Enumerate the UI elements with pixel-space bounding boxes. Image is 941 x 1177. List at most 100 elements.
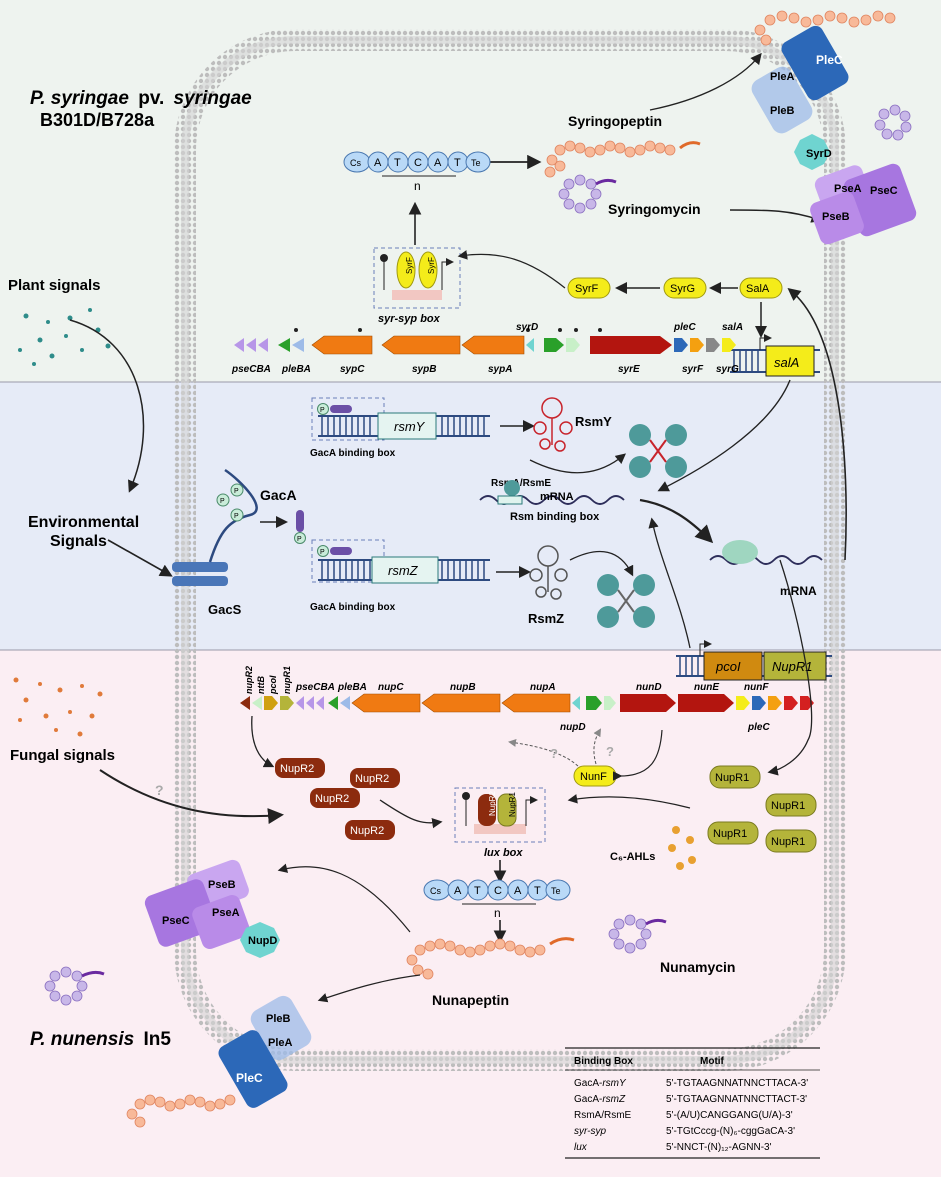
syrD-label: SyrD <box>806 148 832 160</box>
pcoI-nupR1-dna <box>676 640 832 681</box>
top-title-line1: P. syringae pv. syringae <box>30 88 252 109</box>
gene-top-pleBA: pleBA <box>281 364 311 375</box>
svg-text:Cs: Cs <box>430 886 441 896</box>
peptide-chain-top: Cs A T C A T Te n <box>343 151 491 193</box>
syrD-transporter <box>794 134 830 170</box>
salA-gene-label: salA <box>774 355 799 370</box>
salA-protein <box>739 277 783 299</box>
gene-bottom-nupR2: nupR2 <box>244 666 254 694</box>
gene-bottom-nupC: nupC <box>378 682 404 693</box>
gene-top-sypB: sypB <box>412 364 436 375</box>
rsmZ-dna: P <box>311 539 490 584</box>
svg-text:T: T <box>534 885 541 897</box>
rsm-mrna-complex <box>479 480 625 505</box>
nunamycin-label: Nunamycin <box>660 959 735 975</box>
motif-row-box: GacA-rsmZ <box>574 1094 626 1105</box>
svg-text:C: C <box>414 157 422 169</box>
nupD-transporter <box>240 922 280 958</box>
svg-text:A: A <box>514 885 522 897</box>
pseC-bottom-label: PseC <box>162 915 190 927</box>
gene-top-pleC: pleC <box>673 322 696 333</box>
svg-text:C: C <box>494 885 502 897</box>
nupR2-label-4: NupR2 <box>350 825 384 837</box>
svg-text:P: P <box>234 513 239 520</box>
rsmY-label: RsmY <box>575 414 612 429</box>
gene-bottom-nttB: nttB <box>256 676 266 694</box>
motif-row-box: GacA-rsmY <box>574 1078 627 1089</box>
syrF-in-box-1: SyrF <box>405 257 414 274</box>
secreted-nunamycin <box>44 966 88 1006</box>
svg-text:n: n <box>414 179 421 193</box>
gene-bottom-nunD: nunD <box>636 682 662 693</box>
nupR1-gene-label: NupR1 <box>772 659 812 674</box>
lux-box-label: lux box <box>484 847 523 859</box>
pleB-top-label: PleB <box>770 105 795 117</box>
nupR2-in-lux: NupR2 <box>488 791 497 816</box>
gene-bottom-pleBA: pleBA <box>337 682 367 693</box>
motif-row-box: syr-syp <box>574 1126 606 1137</box>
rsmZ-gene-label: rsmZ <box>388 563 419 578</box>
gene-top-pseCBA: pseCBA <box>231 364 271 375</box>
syrF-in-box-2: SyrF <box>427 257 436 274</box>
rsmZ-label: RsmZ <box>528 611 564 626</box>
syrF-label: SyrF <box>575 283 599 295</box>
syrF-protein <box>567 277 611 299</box>
nupD-label: NupD <box>248 935 277 947</box>
rsmY-dna: P <box>311 397 490 441</box>
salA-gene <box>730 334 820 377</box>
svg-text:T: T <box>394 157 401 169</box>
mrna-label-2: mRNA <box>780 584 817 598</box>
svg-text:P: P <box>234 488 239 495</box>
rsm-cluster-top <box>629 424 687 478</box>
secreted-syringomycin <box>874 104 912 141</box>
pseA-bottom-label: PseA <box>212 907 240 919</box>
motif-header-motif: Motif <box>700 1056 725 1067</box>
pseC-top-label: PseC <box>870 185 898 197</box>
motif-row-seq: 5'-TGtCccg-(N)₆-cggGaCA-3' <box>666 1126 795 1137</box>
gene-bottom-pcoI: pcoI <box>268 675 278 695</box>
syringomycin-ring <box>558 174 602 214</box>
pleA-top-label: PleA <box>770 71 795 83</box>
middle-zone <box>0 382 941 650</box>
gene-top-syrD: syrD <box>516 322 538 333</box>
nunF-question-1: ? <box>550 746 558 761</box>
mrna-label-1: mRNA <box>540 491 574 503</box>
gene-cluster-top <box>234 328 736 355</box>
nupR1-label-1: NupR1 <box>715 772 749 784</box>
svg-text:P: P <box>297 536 302 543</box>
pcoI-gene-label: pcoI <box>715 659 741 674</box>
gaca-label: GacA <box>260 487 297 503</box>
gene-bottom-nupB: nupB <box>450 682 476 693</box>
nunF-question-2: ? <box>606 744 614 759</box>
svg-text:T: T <box>454 157 461 169</box>
pleC-top-label: PleC <box>816 53 843 67</box>
gene-bottom-pseCBA: pseCBA <box>295 682 335 693</box>
gene-top-syrG: syrG <box>716 364 739 375</box>
nupR2-label-3: NupR2 <box>315 793 349 805</box>
svg-text:Te: Te <box>551 886 561 896</box>
syrG-label: SyrG <box>670 283 695 295</box>
motif-table: Binding Box Motif GacA-rsmY 5'-TGTAAGNNA… <box>565 1047 820 1159</box>
gene-bottom-nupD: nupD <box>560 722 586 733</box>
gene-top-sypA: sypA <box>488 364 512 375</box>
motif-row-box: lux <box>574 1142 588 1153</box>
motif-row-box: RsmA/RsmE <box>574 1110 632 1121</box>
gene-top-syrE: syrE <box>618 364 640 375</box>
ple-transporter-bottom <box>218 995 312 1108</box>
svg-text:T: T <box>474 885 481 897</box>
pse-transporter-top <box>810 163 917 245</box>
ahl-molecules <box>668 826 696 870</box>
gacs-label: GacS <box>208 602 242 617</box>
rsmY-gene-label: rsmY <box>394 419 426 434</box>
gene-top-syrF: syrF <box>682 364 704 375</box>
ribosome-mrna <box>709 540 823 565</box>
svg-text:P: P <box>320 549 325 556</box>
secreted-nunapeptin <box>126 1094 236 1128</box>
fungal-question: ? <box>155 782 164 798</box>
motif-header-box: Binding Box <box>574 1056 633 1067</box>
pleC-bottom-label: PleC <box>236 1071 263 1085</box>
nupR1-proteins <box>707 765 817 853</box>
bottom-title: P. nunensis In5 <box>30 1029 171 1050</box>
gene-bottom-nupR1: nupR1 <box>282 666 292 694</box>
